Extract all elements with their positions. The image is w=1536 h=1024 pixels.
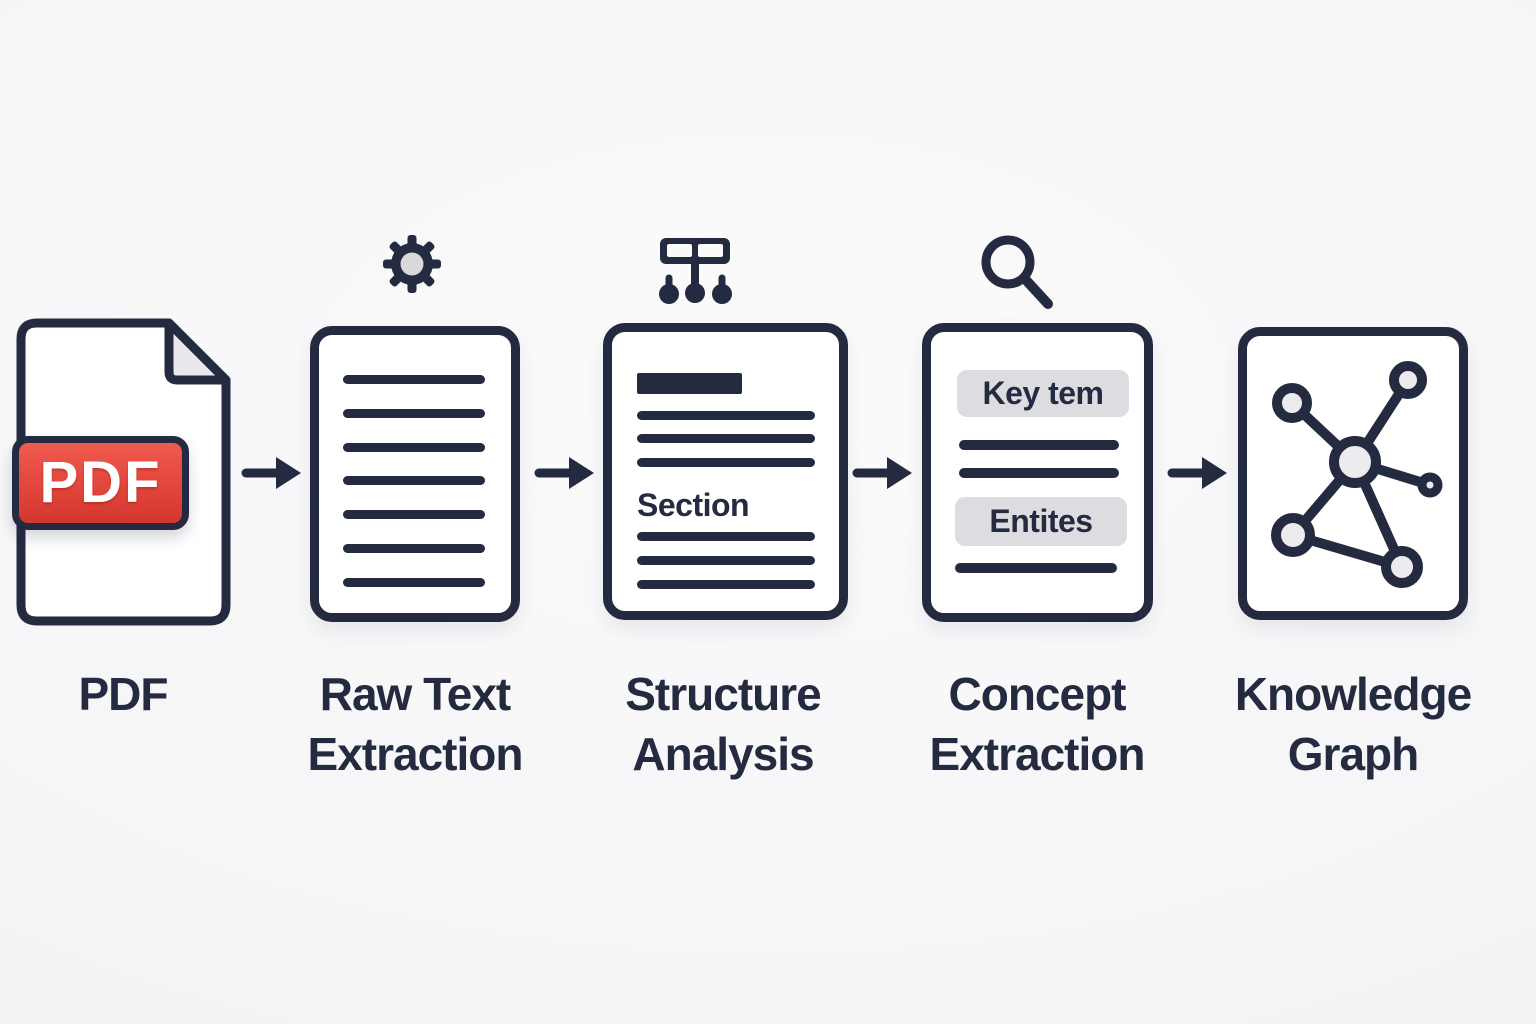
text-line bbox=[343, 408, 485, 418]
right-arrow-icon bbox=[241, 457, 301, 489]
key-term-chip: Key tem bbox=[957, 370, 1129, 417]
text-line bbox=[637, 532, 815, 541]
sitemap-icon bbox=[659, 238, 732, 304]
graph-node bbox=[1271, 513, 1315, 557]
stage-label-pdf: PDF bbox=[78, 668, 169, 720]
text-line bbox=[343, 510, 485, 520]
text-line bbox=[637, 580, 815, 589]
text-lines bbox=[343, 375, 485, 587]
right-arrow-icon bbox=[852, 457, 912, 489]
text-line bbox=[343, 577, 485, 587]
text-line bbox=[959, 468, 1119, 478]
pdf-red-badge: PDF bbox=[12, 436, 189, 530]
text-line bbox=[637, 434, 815, 443]
pdf-badge-text: PDF bbox=[39, 450, 162, 515]
graph-node bbox=[1381, 546, 1423, 588]
right-arrow-icon bbox=[534, 457, 594, 489]
graph-node bbox=[1417, 472, 1443, 498]
text-line bbox=[955, 563, 1117, 573]
graph-node bbox=[1389, 361, 1427, 399]
text-line bbox=[343, 544, 485, 554]
folded-corner bbox=[164, 318, 231, 385]
structure-document-card: Section bbox=[603, 323, 848, 620]
text-line bbox=[343, 375, 485, 384]
entities-chip-label: Entites bbox=[989, 503, 1093, 539]
gear-icon bbox=[383, 235, 441, 293]
magnifier-icon bbox=[981, 235, 1053, 309]
graph-node-central bbox=[1329, 436, 1381, 488]
right-arrow-icon bbox=[1167, 457, 1227, 489]
knowledge-graph-card bbox=[1238, 327, 1468, 620]
text-line bbox=[637, 556, 815, 565]
text-line bbox=[343, 476, 485, 486]
text-line bbox=[637, 411, 815, 420]
key-term-chip-label: Key tem bbox=[982, 375, 1105, 411]
concept-document-card: Key tem Entites bbox=[922, 323, 1153, 622]
entities-chip: Entites bbox=[955, 497, 1127, 546]
text-line bbox=[959, 440, 1119, 450]
stage-label-concept-extraction: Concept Extraction bbox=[929, 668, 1146, 780]
text-line bbox=[637, 458, 815, 467]
section-heading: Section bbox=[637, 487, 750, 523]
raw-text-document-card bbox=[310, 326, 520, 622]
text-line bbox=[343, 442, 485, 452]
graph-node bbox=[1272, 383, 1312, 423]
title-block-bar bbox=[637, 373, 742, 394]
stage-label-knowledge-graph: Knowledge Graph bbox=[1234, 668, 1472, 780]
stage-label-raw-text-extraction: Raw Text Extraction bbox=[307, 668, 524, 780]
stage-label-structure-analysis: Structure Analysis bbox=[625, 668, 821, 780]
network-graph-icon bbox=[1271, 361, 1443, 588]
